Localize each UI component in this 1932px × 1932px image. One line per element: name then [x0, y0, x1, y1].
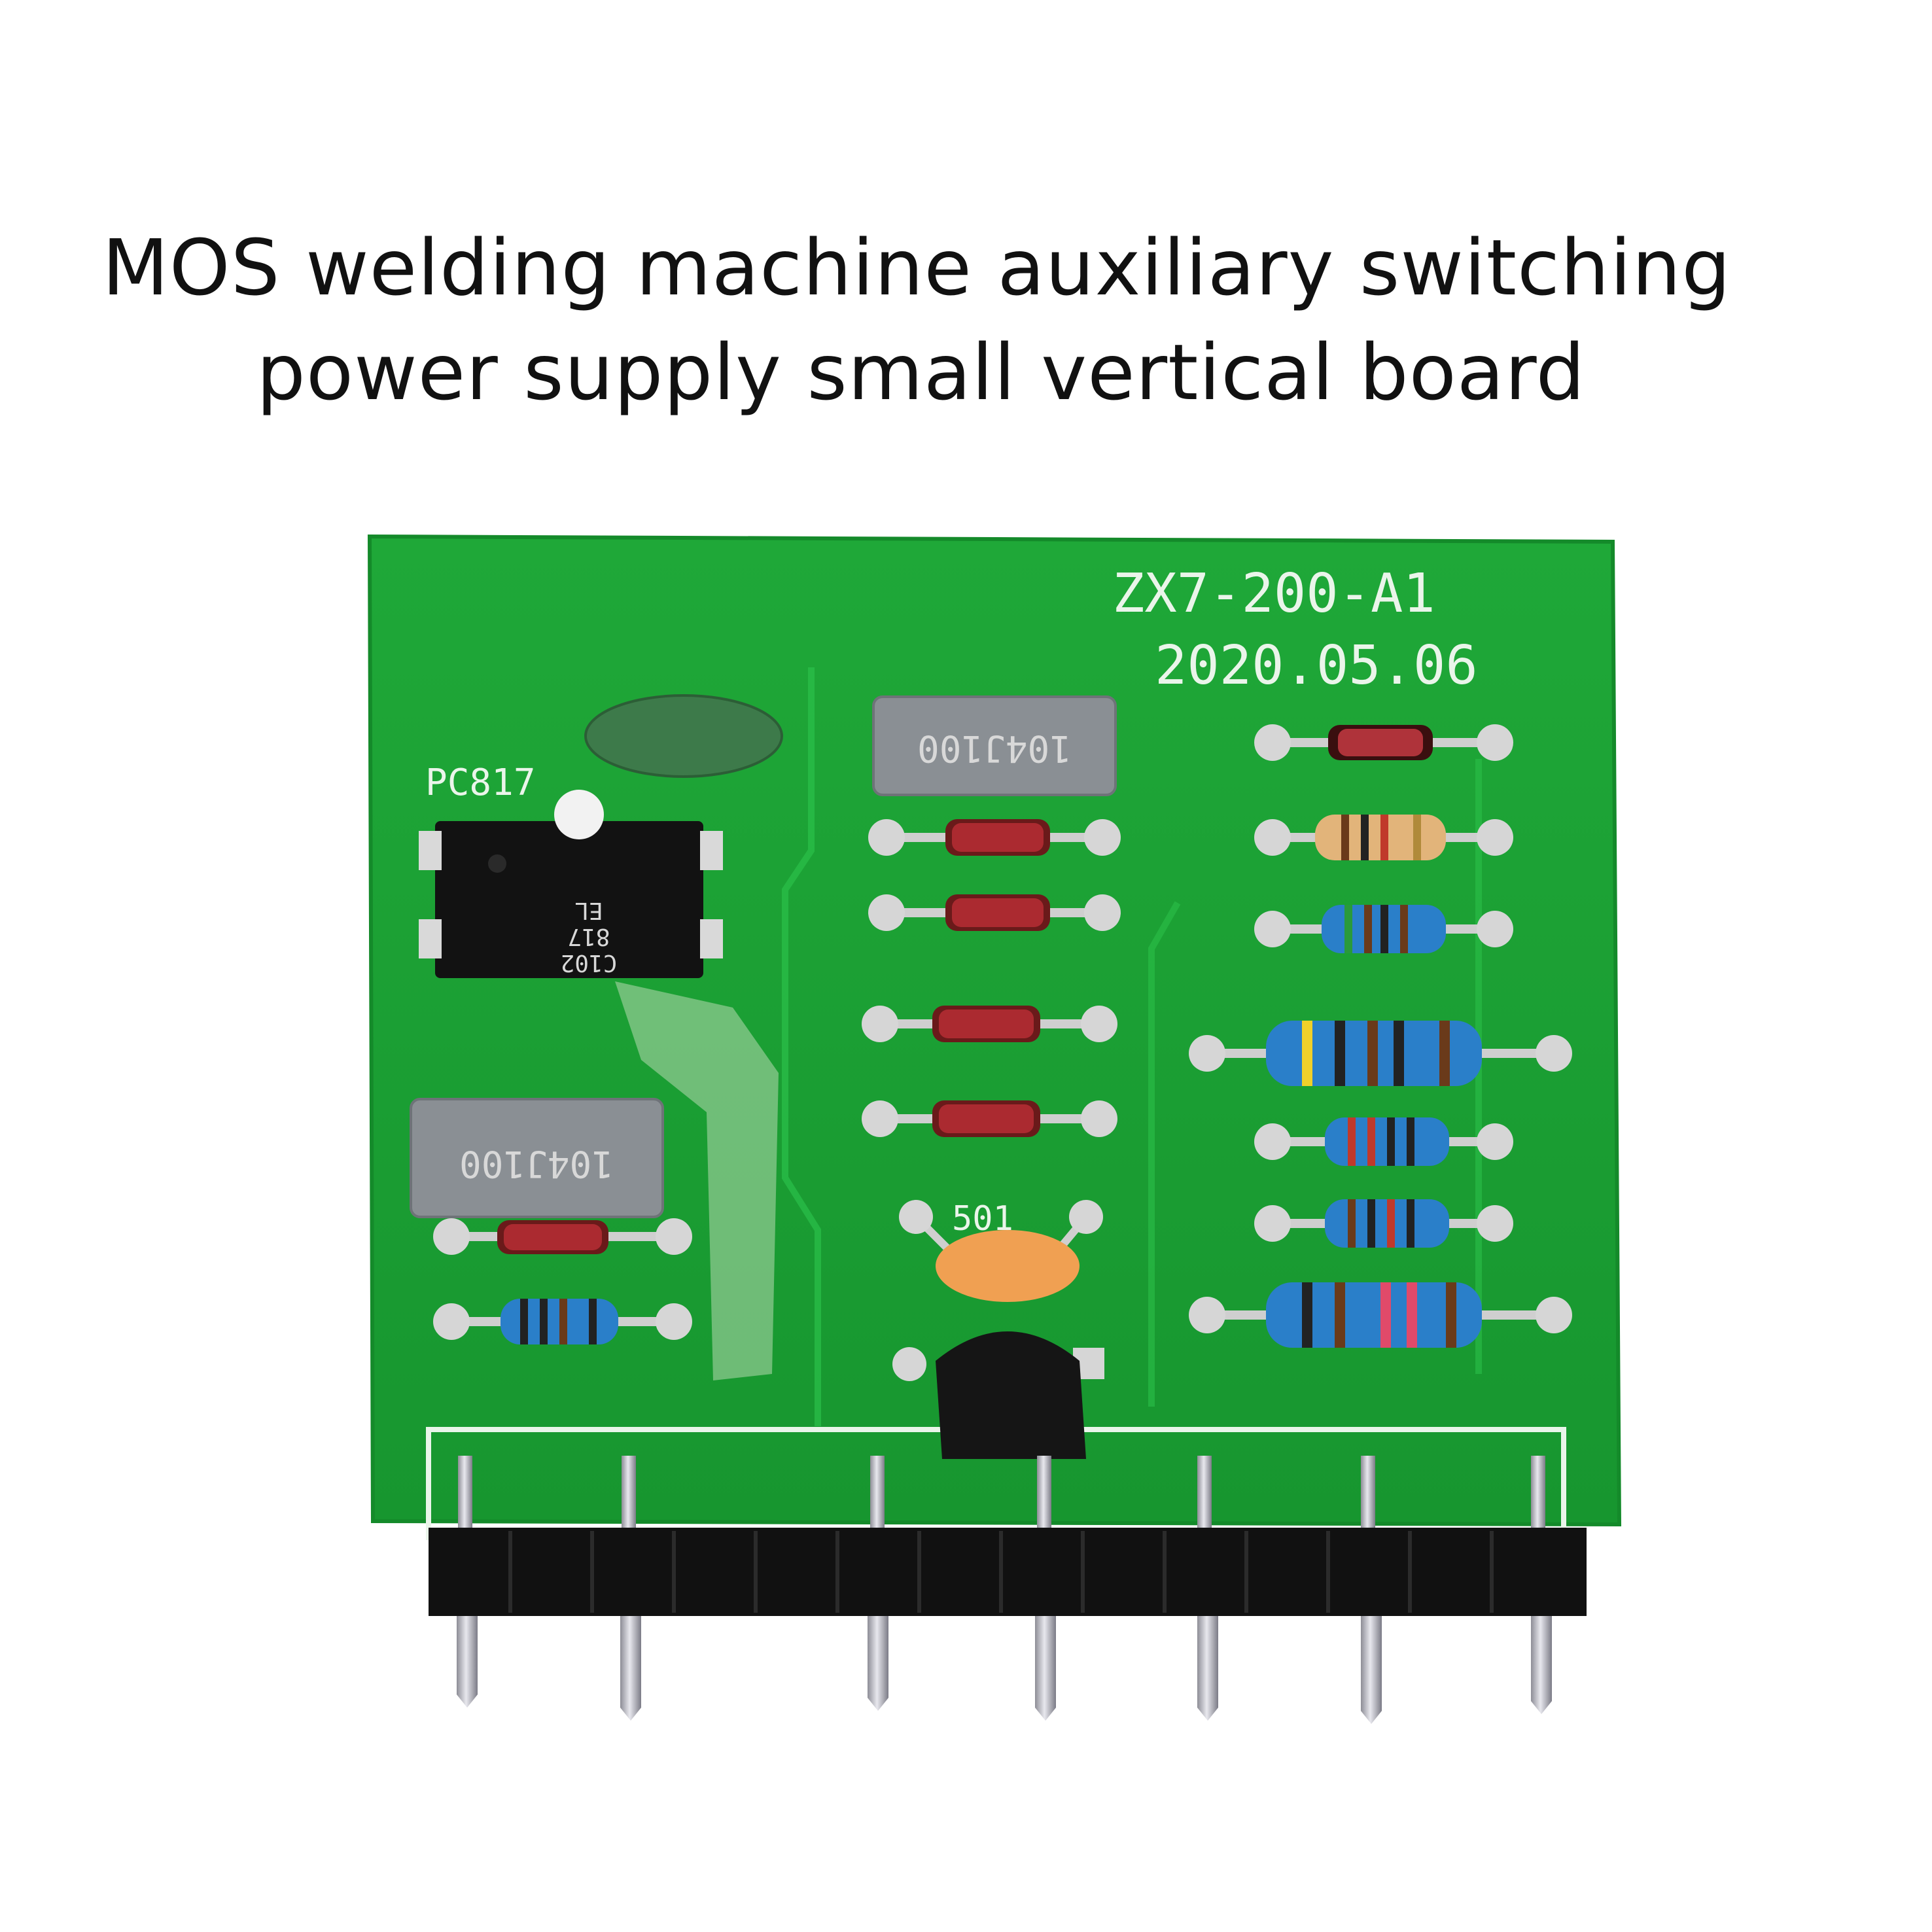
- resistor-blue: [1254, 1199, 1513, 1248]
- diode: [862, 1100, 1117, 1137]
- resistor-blue: [1189, 1021, 1572, 1086]
- diode: [433, 1218, 692, 1255]
- transistor: [892, 1331, 1104, 1459]
- capacitor-marking-top: 104J100: [917, 727, 1072, 769]
- resistor-blue: [1189, 1282, 1572, 1348]
- chip-marking-line3: C102: [561, 949, 618, 976]
- pin-header: [429, 1456, 1587, 1724]
- film-capacitor-top: 104J100: [872, 695, 1117, 796]
- led-dome: [554, 790, 604, 839]
- model-label: ZX7-200-A1: [1112, 563, 1435, 625]
- resistor-blue: [1254, 1117, 1513, 1166]
- capacitor-marking-left: 104J100: [459, 1142, 614, 1185]
- diode-column: [433, 724, 1513, 1255]
- resistor-blue: [1254, 905, 1513, 953]
- green-capacitor: [584, 694, 783, 778]
- diode: [868, 894, 1121, 931]
- optocoupler-chip: EL 817 C102: [419, 821, 723, 978]
- film-capacitor-left: 104J100: [410, 1098, 664, 1218]
- caption-line-2: power supply small vertical board: [256, 327, 1586, 417]
- ceramic-capacitor: [899, 1200, 1103, 1302]
- diode: [1254, 724, 1513, 761]
- chip-marking-line2: 817: [567, 923, 610, 950]
- resistor-blue: [433, 1299, 692, 1344]
- header-segments: [508, 1531, 1494, 1613]
- resistor-column: [433, 815, 1572, 1348]
- header-pins-top: [458, 1456, 1545, 1534]
- diode: [862, 1006, 1117, 1042]
- caption-line-1: MOS welding machine auxiliary switching: [102, 222, 1732, 313]
- optocoupler-label: PC817: [425, 762, 536, 804]
- chip-marking-line1: EL: [574, 897, 603, 924]
- resistor-tan: [1254, 815, 1513, 860]
- date-label: 2020.05.06: [1155, 635, 1478, 697]
- header-pins-bottom: [457, 1616, 1552, 1724]
- diode: [868, 819, 1121, 856]
